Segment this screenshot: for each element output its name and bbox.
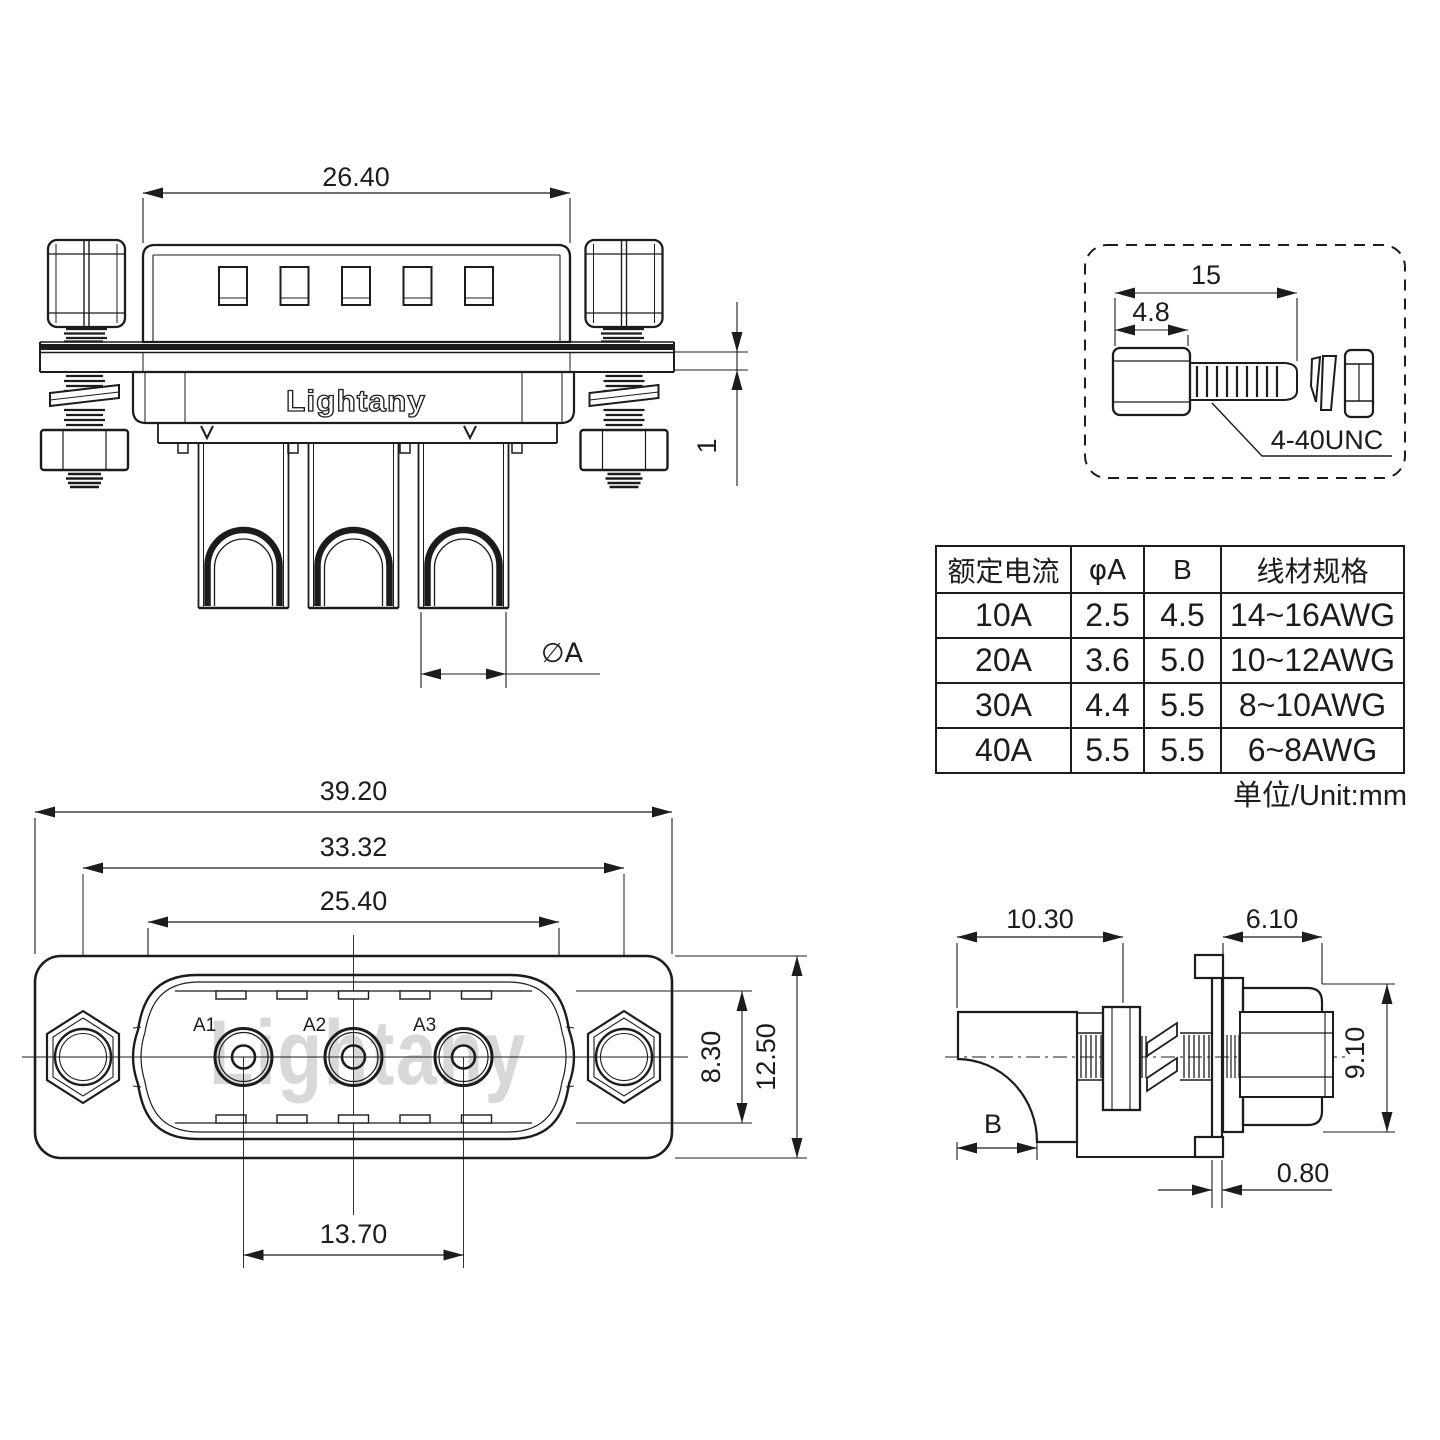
dim-flange-height-group: 12.50 xyxy=(675,955,807,1159)
side-view: 10.30 6.10 xyxy=(945,904,1395,1208)
cell-current: 10A xyxy=(935,592,1072,639)
hex-nut-left-icon xyxy=(45,1009,121,1105)
cell-current: 30A xyxy=(935,682,1072,729)
dim-plate-thickness: 1 xyxy=(692,438,722,453)
insulator-step xyxy=(157,423,558,454)
dim-cup-depth-group: B xyxy=(956,1109,1038,1160)
coupling-nut-profile xyxy=(1239,1011,1334,1098)
dim-screw-head: 4.8 xyxy=(1132,297,1170,327)
cell-b: 5.0 xyxy=(1143,637,1222,684)
contact-a1: A1 xyxy=(193,1015,274,1268)
dim-flange-width: 39.20 xyxy=(320,776,388,806)
connector-body-lower: Lightany xyxy=(131,370,576,425)
hex-nut-right-icon xyxy=(586,1009,662,1105)
spec-table: 额定电流 φA B 线材规格 10A 2.5 4.5 14~16AWG 20A … xyxy=(935,545,1405,774)
dim-flange-height: 12.50 xyxy=(751,1023,781,1091)
dim-front-length: 6.10 xyxy=(1246,904,1299,934)
dim-shell-height-group: 8.30 xyxy=(576,990,752,1124)
spec-row-40a: 40A 5.5 5.5 6~8AWG xyxy=(935,727,1405,774)
dim-cup-label: B xyxy=(984,1109,1002,1139)
dim-solder-cup-group: ∅A xyxy=(420,612,600,688)
pin-label-a3: A3 xyxy=(413,1015,436,1036)
jack-screw-right-icon xyxy=(584,238,664,343)
power-contacts: A1 A2 A3 xyxy=(193,1015,494,1268)
lock-washer-profile xyxy=(1146,1021,1178,1058)
d-shell xyxy=(131,973,576,1141)
connector-body-rear xyxy=(141,243,572,344)
cell-wire: 8~10AWG xyxy=(1220,682,1405,729)
col-rated-current: 额定电流 xyxy=(935,545,1072,594)
col-wire-gauge: 线材规格 xyxy=(1220,545,1405,594)
contact-a3: A3 xyxy=(413,1015,494,1268)
shell-tabs xyxy=(215,990,493,1124)
unit-note: 单位/Unit:mm xyxy=(1232,780,1407,812)
brand-logo: Lightany xyxy=(286,385,426,418)
spec-table-header-row: 额定电流 φA B 线材规格 xyxy=(935,545,1405,594)
col-phi-a: φA xyxy=(1070,545,1145,594)
cell-phi-a: 5.5 xyxy=(1070,727,1145,774)
clamp-nut-icon xyxy=(1343,348,1375,419)
brand-watermark: Lightany xyxy=(209,1002,527,1104)
thread-spec: 4-40UNC xyxy=(1271,425,1384,455)
jack-screw-side-icon xyxy=(1111,346,1298,417)
clamp-wedge-icon xyxy=(1309,355,1338,411)
spec-row-10a: 10A 2.5 4.5 14~16AWG xyxy=(935,592,1405,639)
solder-cups xyxy=(197,443,510,610)
thread-leader-line xyxy=(1211,402,1392,457)
cell-current: 20A xyxy=(935,637,1072,684)
dim-barrel-diameter-group: 9.10 xyxy=(1322,983,1395,1133)
cell-b: 5.5 xyxy=(1143,682,1222,729)
spec-row-30a: 30A 4.4 5.5 8~10AWG xyxy=(935,682,1405,729)
pin-label-a2: A2 xyxy=(303,1015,326,1036)
front-barrel-profile xyxy=(1221,976,1334,1134)
cell-phi-a: 4.4 xyxy=(1070,682,1145,729)
solder-cup-1 xyxy=(197,443,290,610)
dim-plate-thickness-side-group: 0.80 xyxy=(1158,1158,1332,1208)
cell-wire: 14~16AWG xyxy=(1220,592,1405,639)
stud-profile xyxy=(1077,1005,1212,1112)
cell-wire: 6~8AWG xyxy=(1220,727,1405,774)
cell-phi-a: 3.6 xyxy=(1070,637,1145,684)
jack-screw-left-icon xyxy=(46,238,127,343)
dim-solder-cup: ∅A xyxy=(541,638,584,669)
dim-plate-thickness-side: 0.80 xyxy=(1277,1158,1330,1188)
wire-slots xyxy=(218,266,494,306)
cell-current: 40A xyxy=(935,727,1072,774)
solder-cup-3 xyxy=(417,443,510,610)
stud-assembly-right xyxy=(579,374,669,489)
top-view: 26.40 xyxy=(39,162,748,688)
cell-b: 4.5 xyxy=(1143,592,1222,639)
dim-body-width: 26.40 xyxy=(322,162,390,192)
pin-label-a1: A1 xyxy=(193,1015,216,1036)
dim-mount-pitch: 33.32 xyxy=(320,832,388,862)
cell-wire: 10~12AWG xyxy=(1220,637,1405,684)
solder-cup-profile xyxy=(956,1010,1195,1158)
hex-nut-profile xyxy=(1101,1005,1142,1112)
dim-rear-length: 10.30 xyxy=(1006,904,1074,934)
dim-pin-span: 13.70 xyxy=(320,1219,388,1249)
detail-border xyxy=(1084,244,1406,479)
contact-a2: A2 xyxy=(303,1015,384,1087)
dim-shell-width: 25.40 xyxy=(320,886,388,916)
cell-phi-a: 2.5 xyxy=(1070,592,1145,639)
front-view: 39.20 33.32 25.40 Lightany xyxy=(22,776,807,1268)
dim-shell-height: 8.30 xyxy=(696,1031,726,1084)
stud-assembly-left xyxy=(39,374,130,489)
dim-screw-total: 15 xyxy=(1191,260,1221,290)
cell-b: 5.5 xyxy=(1143,727,1222,774)
screw-detail-view: 15 4.8 xyxy=(1084,244,1406,479)
spec-row-20a: 20A 3.6 5.0 10~12AWG xyxy=(935,637,1405,684)
flange-plate xyxy=(39,341,675,373)
dim-barrel-diameter: 9.10 xyxy=(1340,1027,1370,1080)
solder-cup-2 xyxy=(307,443,400,610)
col-b: B xyxy=(1143,545,1222,594)
dim-plate-thickness-group: 1 xyxy=(674,302,748,486)
